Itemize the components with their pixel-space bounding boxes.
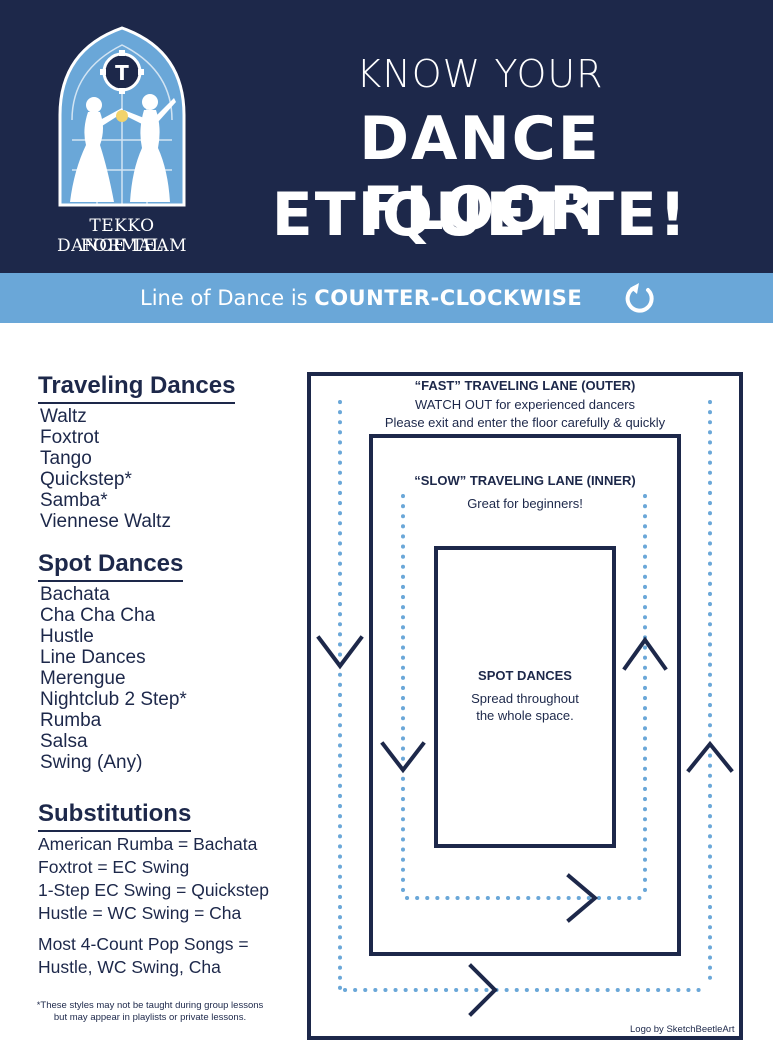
logo-text-line-2: DANCE TEAM: [56, 236, 188, 256]
title-line-2: DANCE FLOOR: [359, 104, 601, 244]
list-item: Tango: [40, 448, 92, 469]
slow-lane-line-1: Great for beginners!: [467, 496, 583, 511]
list-item: Bachata: [40, 584, 110, 605]
fast-lane-path: [338, 400, 712, 992]
substitutions-list: American Rumba = Bachata Foxtrot = EC Sw…: [38, 833, 269, 925]
list-item: Rumba: [40, 710, 102, 731]
slow-lane-down-arrow: [380, 741, 426, 774]
fast-lane-down-arrow: [316, 635, 364, 670]
list-item: Hustle = WC Swing = Cha: [38, 903, 242, 923]
spot-area-boundary: [434, 546, 616, 848]
title-line-3: ETIQUETTE!: [271, 180, 689, 250]
fast-lane-title: “FAST” TRAVELING LANE (OUTER): [414, 378, 636, 393]
line-of-dance-direction: COUNTER-CLOCKWISE: [314, 286, 583, 310]
list-item: Waltz: [40, 406, 87, 427]
fast-lane-line-2: Please exit and enter the floor carefull…: [384, 415, 666, 430]
traveling-dances-list: Waltz Foxtrot Tango Quickstep* Samba* Vi…: [40, 406, 171, 532]
list-item: Samba*: [40, 490, 108, 511]
line-of-dance-prefix: Line of Dance is: [140, 286, 315, 310]
list-item: Foxtrot = EC Swing: [38, 857, 190, 877]
team-logo: T: [58, 26, 186, 207]
outer-floor-boundary: [307, 372, 743, 1040]
list-item: American Rumba = Bachata: [38, 834, 258, 854]
slow-lane-title: “SLOW” TRAVELING LANE (INNER): [414, 473, 636, 488]
counter-clockwise-arrow-icon: [625, 283, 654, 313]
list-item: Merengue: [40, 668, 126, 689]
spot-dances-heading: Spot Dances: [38, 550, 184, 582]
footnote: *These styles may not be taught during g…: [30, 1000, 270, 1024]
substitutions-extra: Most 4-Count Pop Songs = Hustle, WC Swin…: [38, 933, 249, 979]
list-item: Cha Cha Cha: [40, 605, 156, 626]
list-item: Nightclub 2 Step*: [40, 689, 187, 710]
list-item: Swing (Any): [40, 752, 143, 773]
extra-line-2: Hustle, WC Swing, Cha: [38, 957, 221, 977]
spot-area-line-1: Spread throughout: [471, 691, 579, 706]
list-item: Foxtrot: [40, 427, 100, 448]
slow-lane-right-arrow: [566, 873, 599, 923]
fast-lane-line-1: WATCH OUT for experienced dancers: [414, 397, 636, 412]
svg-text:T: T: [115, 61, 129, 85]
list-item: Viennese Waltz: [40, 511, 171, 532]
list-item: Quickstep*: [40, 469, 132, 490]
logo-text-line-1: TEKKO FORMAL: [80, 216, 164, 256]
extra-line-1: Most 4-Count Pop Songs =: [38, 934, 249, 954]
logo-credit: Logo by SketchBeetleArt: [630, 1024, 735, 1035]
dance-floor-diagram: “FAST” TRAVELING LANE (OUTER) WATCH OUT …: [305, 370, 745, 1042]
line-of-dance-banner: Line of Dance is COUNTER-CLOCKWISE: [0, 273, 773, 323]
footnote-line-2: but may appear in playlists or private l…: [53, 1012, 247, 1023]
title-line-1: KNOW YOUR: [356, 52, 604, 96]
list-item: Line Dances: [40, 647, 146, 668]
traveling-dances-heading: Traveling Dances: [38, 372, 236, 404]
line-of-dance-text: Line of Dance is COUNTER-CLOCKWISE: [140, 283, 582, 313]
substitutions-heading: Substitutions: [38, 800, 192, 832]
slow-lane-path: [401, 494, 647, 900]
spot-dances-list: Bachata Cha Cha Cha Hustle Line Dances M…: [40, 584, 187, 773]
fast-lane-up-arrow: [686, 740, 734, 773]
footnote-line-1: *These styles may not be taught during g…: [36, 1000, 264, 1011]
list-item: Salsa: [40, 731, 88, 752]
floor-lanes-graphic: [307, 372, 743, 1040]
fast-lane-right-arrow: [468, 963, 498, 1017]
list-item: Hustle: [40, 626, 94, 647]
inner-lane-boundary: [369, 434, 681, 956]
spot-area-line-2: the whole space.: [476, 708, 574, 723]
list-item: 1-Step EC Swing = Quickstep: [38, 880, 270, 900]
gear-icon: T: [100, 50, 144, 94]
slow-lane-up-arrow: [622, 636, 668, 671]
spot-area-title: SPOT DANCES: [478, 668, 572, 683]
header: T TEKKO FORMAL DANCE TEAM KNOW YOUR DANC…: [0, 0, 773, 273]
